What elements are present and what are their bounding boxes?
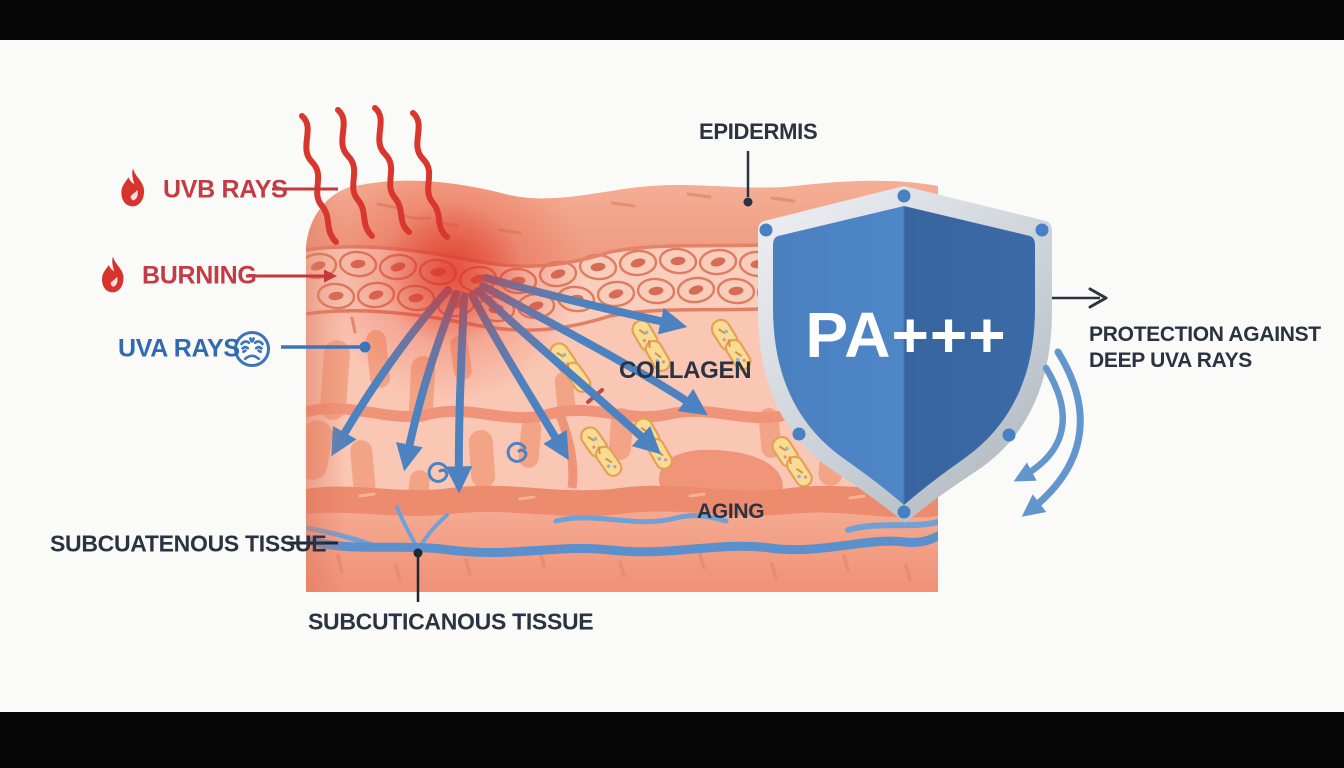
uvb-wavy-rays [299,105,450,245]
protection-caption-line2: DEEP UVA RAYS [1089,349,1252,372]
flame-icon [102,256,124,293]
letterbox-bottom [0,712,1344,768]
uvb-ray [299,113,339,245]
burning-pointer-arrowhead [324,269,337,283]
ribbon-connector [555,413,578,489]
subcutaneous-tissue-bottom-label: SUBCUTICANOUS TISSUE [308,608,594,635]
pa-shield: PA+++ [758,186,1052,523]
sad-face-icon [234,331,270,367]
burn-glow [315,180,585,403]
uvb-ray [410,110,450,240]
shield-face [773,206,1035,505]
uvb-rays-label: UVB RAYS [163,175,288,204]
shield-pa-rating-text: PA+++ [805,299,1006,371]
epidermis-label: EPIDERMIS [699,119,818,144]
shield-rivet-dots [759,189,1049,519]
protection-caption: PROTECTION AGAINST DEEP UVA RAYS [1089,322,1321,374]
subcutaneous-bottom-pointer-dot [413,548,423,558]
band-dashes [358,492,866,501]
letterbox-top [0,0,1344,40]
aging-label: AGING [697,500,765,523]
protection-pointer-arrowhead [1088,287,1108,309]
deep-band [306,485,938,518]
collagen-label: COLLAGEN [619,357,752,384]
burning-label: BURNING [142,261,257,290]
epidermis-pointer-dot [743,197,753,207]
protection-caption-line1: PROTECTION AGAINST [1089,323,1321,346]
deflection-arrows [1013,348,1084,517]
subcutaneous-tissue-left-label: SUBCUATENOUS TISSUE [50,530,327,557]
uvb-ray [335,107,375,239]
uvb-ray [372,105,412,235]
uva-rays-label: UVA RAYS [118,334,240,363]
uva-pointer-dot [359,341,371,353]
flame-icon [121,168,145,207]
